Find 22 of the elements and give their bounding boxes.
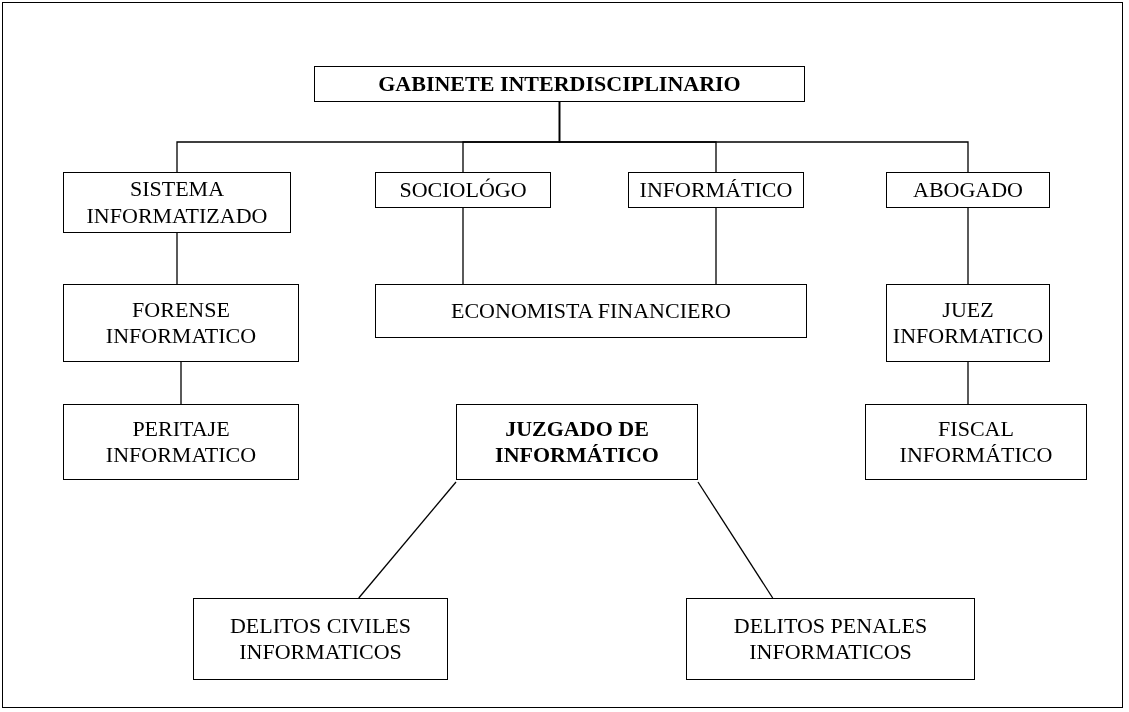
- org-box: PERITAJE INFORMATICO: [63, 404, 299, 480]
- org-box: JUEZ INFORMATICO: [886, 284, 1050, 362]
- connector-line: [967, 361, 969, 405]
- connector-line: [715, 207, 717, 285]
- org-box: FORENSE INFORMATICO: [63, 284, 299, 362]
- connector-line: [176, 232, 178, 285]
- org-box: SISTEMA INFORMATIZADO: [63, 172, 291, 233]
- connector-line: [180, 361, 182, 405]
- connector-line: [358, 481, 457, 599]
- connector-line: [967, 207, 969, 285]
- connector-line: [558, 101, 969, 173]
- org-box: ABOGADO: [886, 172, 1050, 208]
- org-box: INFORMÁTICO: [628, 172, 804, 208]
- org-box: ECONOMISTA FINANCIERO: [375, 284, 807, 338]
- connector-line: [462, 207, 464, 285]
- org-box: JUZGADO DE INFORMÁTICO: [456, 404, 698, 480]
- org-box: DELITOS PENALES INFORMATICOS: [686, 598, 975, 680]
- connector-line: [697, 481, 774, 599]
- org-box: DELITOS CIVILES INFORMATICOS: [193, 598, 448, 680]
- org-box: FISCAL INFORMÁTICO: [865, 404, 1087, 480]
- org-box: GABINETE INTERDISCIPLINARIO: [314, 66, 805, 102]
- org-box: SOCIOLÓGO: [375, 172, 551, 208]
